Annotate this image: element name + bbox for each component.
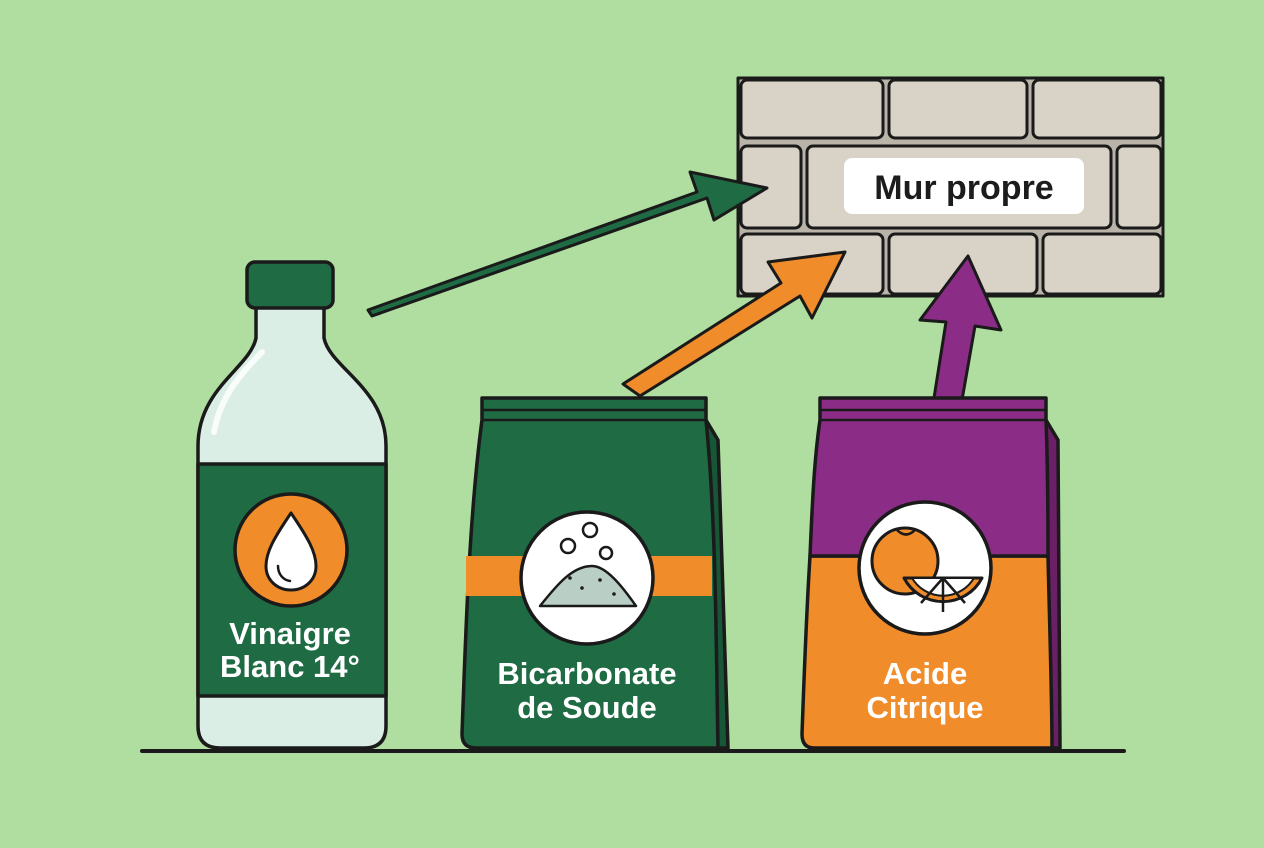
arrow-vinegar-to-wall	[366, 170, 769, 318]
brick	[1041, 232, 1163, 296]
wall-label: Mur propre	[844, 158, 1084, 214]
citrus-orange-icon	[857, 500, 993, 636]
arrow-citric-to-wall	[918, 254, 1003, 402]
water-drop-icon	[233, 492, 349, 608]
bottle-shine	[211, 349, 265, 435]
brick	[1031, 78, 1163, 140]
bicarbonate-label-line1: Bicarbonate	[497, 656, 676, 691]
citric-label-line2: Citrique	[866, 690, 983, 725]
brick	[739, 78, 885, 140]
bag-front-top	[808, 396, 1050, 558]
wall-label-text: Mur propre	[874, 169, 1053, 207]
vinegar-label-line1: Vinaigre	[229, 616, 351, 651]
brick	[887, 78, 1029, 140]
citric-acid-bag	[800, 396, 1062, 750]
bicarbonate-bag	[460, 396, 730, 750]
wall-label-box	[844, 158, 1084, 214]
vinegar-label-line2: Blanc 14°	[220, 649, 360, 684]
powder-bubbles-icon	[519, 510, 655, 646]
vinegar-bottle	[196, 260, 388, 750]
bag-front-bottom	[800, 554, 1054, 750]
arrow-bicarbonate-to-wall	[621, 250, 847, 398]
citric-label-line1: Acide	[883, 656, 967, 691]
bicarbonate-label-line2: de Soude	[517, 690, 657, 725]
brick	[1115, 144, 1163, 230]
bottle-cap	[245, 260, 335, 310]
